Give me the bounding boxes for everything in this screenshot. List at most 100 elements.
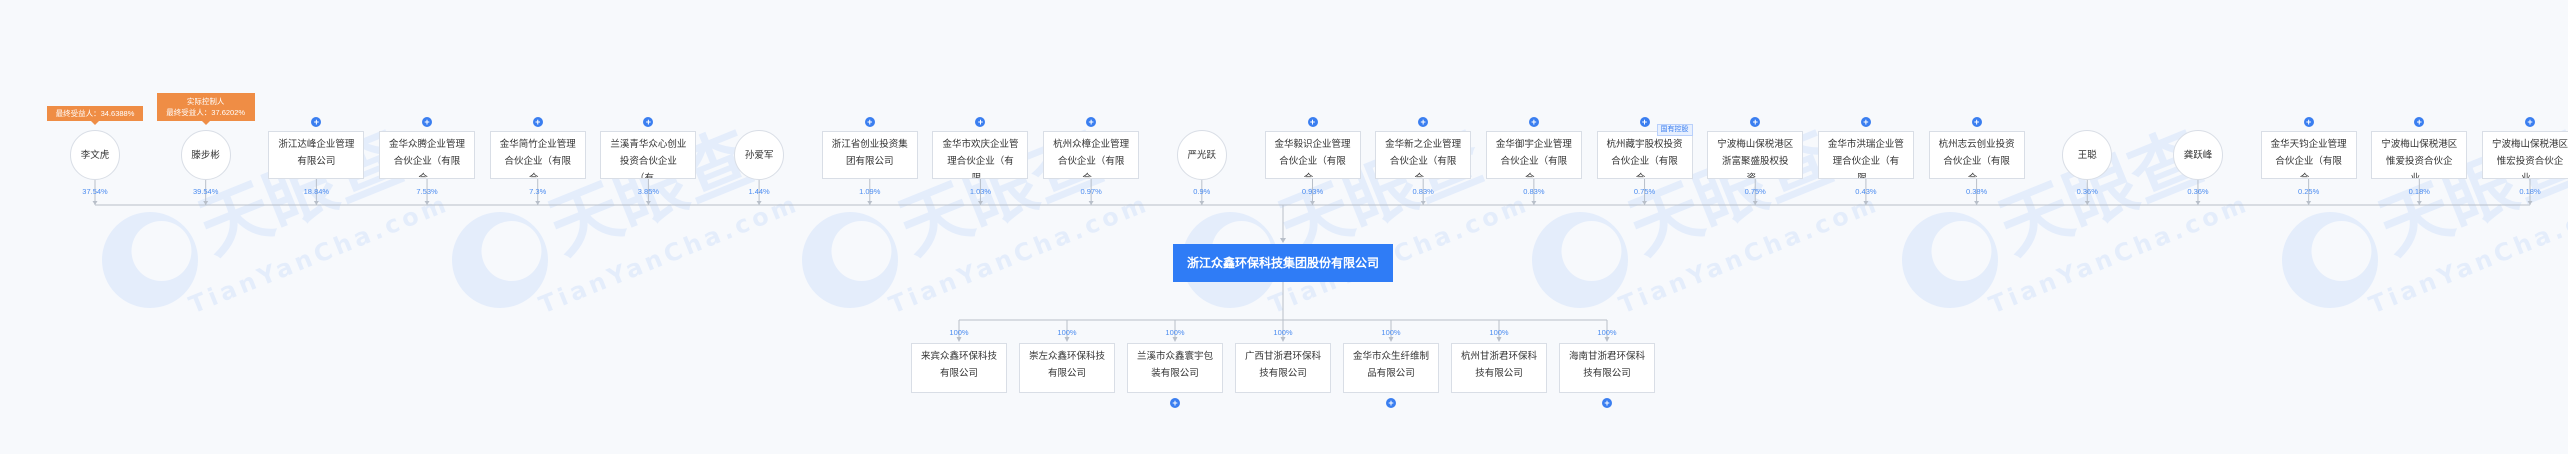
percent-value: 0.93%	[1301, 187, 1324, 196]
state-owned-tag: 国有控股	[1656, 124, 1693, 136]
expand-plus-icon[interactable]: +	[1086, 117, 1097, 127]
shareholding-percent: 7.3%	[508, 187, 568, 196]
shareholder-company[interactable]: 浙江省创业投资集团有限公司	[821, 131, 918, 179]
percent-value: 0.75%	[1633, 187, 1656, 196]
badge-caret-icon	[91, 121, 99, 125]
expand-plus-icon[interactable]: +	[1528, 117, 1539, 127]
shareholding-percent: 0.97%	[1061, 187, 1121, 196]
shareholder-name: 杭州众樟企业管理合伙企业（有限合...	[1053, 139, 1130, 179]
badge-line: 实际控制人	[186, 97, 225, 106]
shareholder-company[interactable]: 金华简竹企业管理合伙企业（有限合...	[489, 131, 586, 179]
shareholder-name: 滕步彬	[191, 149, 220, 161]
subsidiary-company[interactable]: 兰溪市众鑫寰宇包装有限公司	[1127, 343, 1223, 393]
percent-value: 3.85%	[637, 187, 660, 196]
shareholder-company[interactable]: 金华御宇企业管理合伙企业（有限合...	[1485, 131, 1582, 179]
expand-plus-icon[interactable]: +	[1860, 117, 1871, 127]
subsidiary-company[interactable]: 崇左众鑫环保科技有限公司	[1019, 343, 1115, 393]
shareholder-company[interactable]: 宁波梅山保税港区惟宏投资合伙企业...	[2482, 131, 2568, 179]
expand-plus-icon[interactable]: +	[975, 117, 986, 127]
subsidiary-company[interactable]: 广西甘浙君环保科技有限公司	[1235, 343, 1331, 393]
shareholding-percent: 0.43%	[1836, 187, 1896, 196]
shareholder-person[interactable]: 李文虎	[70, 130, 120, 180]
percent-value: 1.03%	[969, 187, 992, 196]
subsidiary-company[interactable]: 杭州甘浙君环保科技有限公司	[1451, 343, 1547, 393]
percent-value: 7.53%	[416, 187, 438, 196]
shareholder-name: 金华众腾企业管理合伙企业（有限合...	[389, 139, 466, 179]
expand-plus-icon[interactable]: +	[1418, 117, 1429, 127]
expand-plus-icon[interactable]: +	[2414, 117, 2425, 127]
target-company-name: 浙江众鑫环保科技集团股份有限公司	[1186, 256, 1379, 270]
shareholder-name: 金华简竹企业管理合伙企业（有限合...	[499, 139, 576, 179]
percent-value: 0.18%	[2408, 187, 2430, 196]
shareholder-name: 杭州志云创业投资合伙企业（有限合...	[1938, 139, 2015, 179]
shareholder-name: 杭州藏宇股权投资合伙企业（有限合...	[1606, 139, 1683, 179]
expand-plus-icon[interactable]: +	[532, 117, 543, 127]
shareholder-company[interactable]: 金华天钧企业管理合伙企业（有限合...	[2260, 131, 2357, 179]
shareholder-person[interactable]: 龚跃峰	[2172, 130, 2223, 180]
percent-value: 100%	[1597, 328, 1617, 337]
shareholder-company[interactable]: 金华众腾企业管理合伙企业（有限合...	[379, 131, 476, 179]
shareholder-name: 金华御宇企业管理合伙企业（有限合...	[1495, 139, 1572, 179]
expand-plus-icon[interactable]: +	[1307, 117, 1318, 127]
percent-value: 100%	[1489, 328, 1509, 337]
expand-plus-icon[interactable]: +	[864, 117, 875, 127]
shareholding-percent: 0.83%	[1393, 187, 1453, 196]
subsidiary-company[interactable]: 金华市众生纤维制品有限公司	[1343, 343, 1439, 393]
holding-percent: 100%	[1577, 328, 1637, 337]
expand-plus-icon[interactable]: +	[311, 117, 322, 127]
subsidiary-company[interactable]: 来宾众鑫环保科技有限公司	[911, 343, 1007, 393]
shareholder-person[interactable]: 滕步彬	[180, 130, 231, 180]
shareholder-person[interactable]: 王聪	[2062, 130, 2113, 180]
percent-value: 0.43%	[1855, 187, 1877, 196]
target-company[interactable]: 浙江众鑫环保科技集团股份有限公司	[1173, 244, 1393, 282]
shareholder-company[interactable]: 金华毅识企业管理合伙企业（有限合...	[1264, 131, 1361, 179]
shareholder-company[interactable]: 金华市欢庆企业管理合伙企业（有限...	[932, 131, 1029, 179]
shareholder-name: 孙爱军	[744, 149, 774, 161]
percent-value: 100%	[949, 328, 969, 337]
expand-plus-icon[interactable]: +	[1639, 117, 1650, 127]
expand-plus-icon[interactable]: +	[2525, 117, 2535, 127]
shareholder-company[interactable]: 宁波梅山保税港区浙富聚盛股权投资...	[1707, 131, 1804, 179]
shareholder-company[interactable]: 金华新之企业管理合伙企业（有限合...	[1375, 131, 1472, 179]
percent-value: 1.09%	[859, 187, 881, 196]
shareholding-percent: 18.84%	[286, 187, 346, 196]
percent-value: 100%	[1273, 328, 1293, 337]
expand-plus-icon[interactable]: +	[1971, 117, 1982, 127]
shareholder-name: 李文虎	[80, 149, 110, 161]
shareholder-name: 宁波梅山保税港区惟宏投资合伙企业...	[2491, 139, 2568, 179]
shareholder-person[interactable]: 孙爱军	[734, 130, 785, 180]
expand-plus-icon[interactable]: +	[1602, 398, 1612, 408]
shareholder-person[interactable]: 严光跃	[1176, 130, 1227, 180]
expand-plus-icon[interactable]: +	[2303, 117, 2314, 127]
expand-plus-icon[interactable]: +	[643, 117, 654, 127]
shareholder-name: 宁波梅山保税港区惟爱投资合伙企业...	[2381, 139, 2458, 179]
percent-value: 100%	[1165, 328, 1185, 337]
shareholding-percent: 0.18%	[2389, 187, 2449, 196]
expand-plus-icon[interactable]: +	[422, 117, 433, 127]
shareholder-company[interactable]: 宁波梅山保税港区惟爱投资合伙企业...	[2371, 131, 2468, 179]
expand-plus-icon[interactable]: +	[1386, 398, 1396, 408]
expand-plus-icon[interactable]: +	[1750, 117, 1761, 127]
percent-value: 0.36%	[2076, 187, 2098, 196]
beneficiary-badge: 实际控制人最终受益人：37.6202%	[156, 93, 255, 121]
subsidiary-company[interactable]: 海南甘浙君环保科技有限公司	[1559, 343, 1655, 393]
shareholding-percent: 37.54%	[65, 187, 125, 196]
shareholding-percent: 0.9%	[1172, 187, 1232, 196]
shareholder-company[interactable]: 兰溪青华众心创业投资合伙企业（有...	[600, 131, 697, 179]
shareholder-company[interactable]: 杭州志云创业投资合伙企业（有限合...	[1928, 131, 2025, 179]
subsidiary-name: 金华市众生纤维制品有限公司	[1352, 351, 1429, 379]
expand-plus-icon[interactable]: +	[1170, 398, 1180, 408]
subsidiary-name: 兰溪市众鑫寰宇包装有限公司	[1136, 351, 1213, 379]
shareholder-company[interactable]: 杭州藏宇股权投资合伙企业（有限合...	[1596, 131, 1693, 179]
percent-value: 0.36%	[2187, 187, 2209, 196]
shareholding-percent: 0.36%	[2168, 187, 2228, 196]
percent-value: 0.83%	[1412, 187, 1434, 196]
shareholding-percent: 0.83%	[1504, 187, 1564, 196]
shareholding-percent: 0.25%	[2279, 187, 2339, 196]
percent-value: 39.54%	[192, 187, 219, 196]
shareholder-company[interactable]: 金华市洪瑞企业管理合伙企业（有限...	[1817, 131, 1914, 179]
shareholder-company[interactable]: 杭州众樟企业管理合伙企业（有限合...	[1043, 131, 1140, 179]
badge-line: 最终受益人：37.6202%	[166, 108, 246, 117]
shareholder-company[interactable]: 浙江达峰企业管理有限公司	[268, 131, 365, 179]
